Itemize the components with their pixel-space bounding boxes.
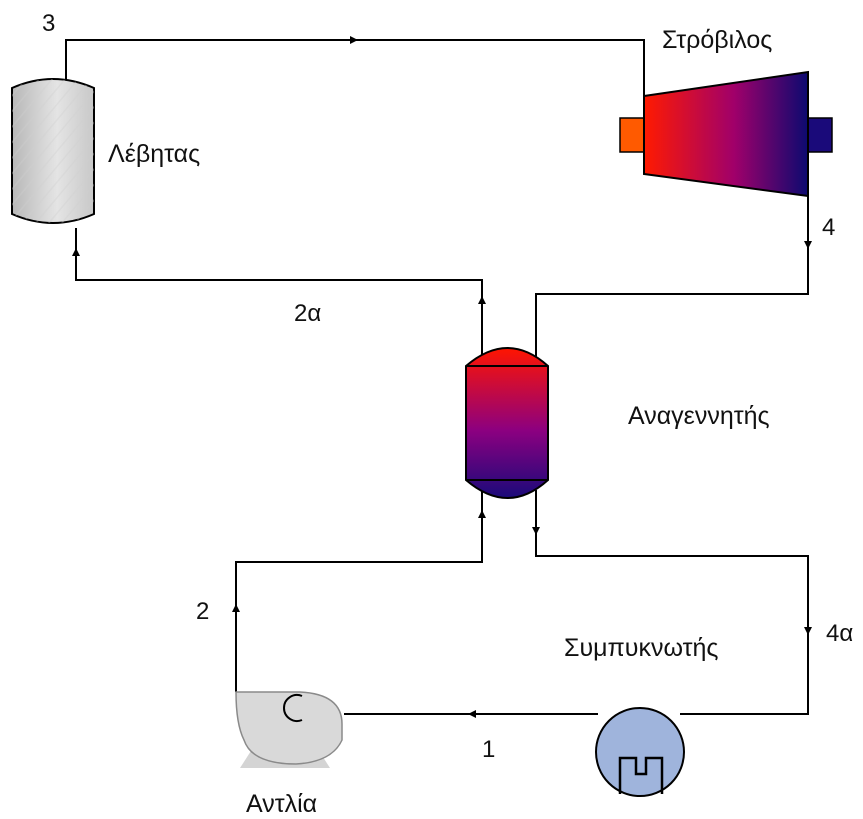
pump	[235, 691, 343, 768]
pump-casing	[235, 691, 343, 765]
arrow-up	[72, 248, 80, 256]
boiler-label: Λέβητας	[108, 140, 201, 168]
condenser-label: Συμπυκνωτής	[564, 634, 719, 662]
condenser-shell	[595, 707, 685, 797]
arrow-up	[232, 604, 240, 612]
regenerator	[465, 347, 549, 499]
flow-arrows	[72, 36, 812, 718]
pipe-regenerator-to-boiler	[75, 228, 483, 366]
state-label-2: 2	[196, 598, 210, 625]
turbine	[619, 70, 833, 198]
regenerator-label: Αναγεννητής	[628, 402, 770, 430]
arrow-down	[804, 627, 812, 635]
boiler	[11, 78, 95, 224]
arrow-down	[804, 241, 812, 249]
arrow-right	[350, 36, 358, 44]
state-label-1: 1	[482, 736, 496, 763]
pump-label: Αντλία	[246, 790, 318, 818]
turbine-body	[643, 70, 809, 198]
state-label-4a: 4α	[826, 620, 854, 647]
arrow-down	[532, 527, 540, 535]
arrow-left	[468, 710, 476, 718]
arrow-up	[478, 510, 486, 518]
state-label-2a: 2α	[294, 300, 322, 327]
regenerator-body	[465, 347, 549, 499]
pump-rotor-symbol	[283, 694, 303, 722]
arrow-up	[478, 296, 486, 304]
condenser	[595, 707, 685, 797]
turbine-label: Στρόβιλος	[662, 26, 773, 54]
pipe-pump-to-regenerator	[235, 490, 483, 692]
condenser-coil	[618, 756, 664, 794]
pipe-turbine-to-regenerator	[535, 196, 809, 366]
pipe-boiler-to-turbine	[65, 39, 645, 96]
turbine-outlet-shaft	[807, 117, 833, 153]
state-label-3: 3	[42, 10, 56, 37]
state-label-4: 4	[822, 214, 836, 241]
turbine-inlet-shaft	[619, 117, 647, 153]
pipe-regenerator-to-condenser	[535, 490, 809, 715]
